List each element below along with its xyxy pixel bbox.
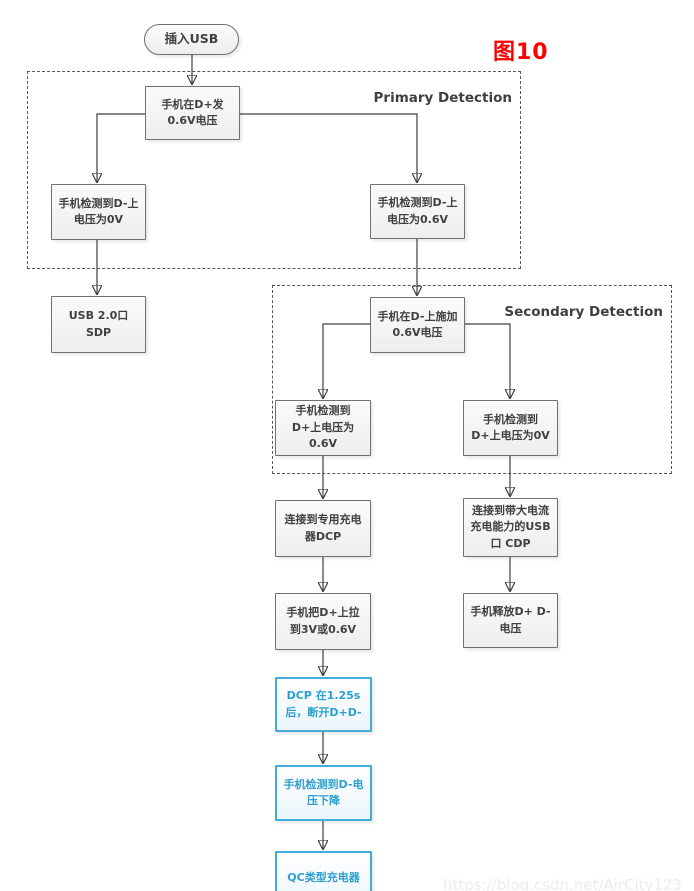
watermark-text: https://blog.csdn.net/AirCity123	[443, 876, 683, 891]
primary-detection-label: Primary Detection	[373, 90, 512, 106]
node-release-dplus-dminus: 手机释放D+ D-电压	[463, 593, 558, 648]
node-apply-0v6-on-dminus: 手机在D-上施加0.6V电压	[370, 297, 465, 353]
figure-number-label: 图10	[493, 40, 549, 65]
arrow-senddplus-to-detect06v	[240, 113, 417, 182]
arrow-applydminus-to-dplus06v	[323, 323, 370, 398]
node-detect-dplus-0v6: 手机检测到D+上电压为0.6V	[275, 400, 371, 456]
primary-detection-region: Primary Detection	[27, 71, 521, 269]
secondary-detection-label: Secondary Detection	[504, 304, 663, 320]
node-usb2-sdp: USB 2.0口 SDP	[51, 296, 146, 353]
node-phone-sends-0v6-on-dplus: 手机在D+发0.6V电压	[145, 86, 240, 140]
arrow-applydminus-to-dplus0v	[465, 323, 510, 398]
node-dcp-disconnects-after-1s25: DCP 在1.25s后，断开D+D-	[275, 677, 372, 732]
node-pull-dplus-3v-or-0v6: 手机把D+上拉到3V或0.6V	[275, 593, 371, 650]
arrow-senddplus-to-detect0v	[97, 113, 145, 182]
secondary-detection-region: Secondary Detection	[272, 285, 672, 474]
node-detect-dminus-0v: 手机检测到D-上电压为0V	[51, 184, 146, 240]
node-plug-in-usb: 插入USB	[144, 24, 239, 55]
node-qc-type-charger: QC类型充电器	[275, 851, 372, 891]
node-charging-port-cdp: 连接到带大电流充电能力的USB口 CDP	[463, 498, 558, 557]
node-detect-dminus-0v6: 手机检测到D-上电压为0.6V	[370, 184, 465, 239]
node-detect-dminus-voltage-drop: 手机检测到D-电压下降	[275, 765, 372, 821]
node-detect-dplus-0v: 手机检测到D+上电压为0V	[463, 400, 558, 456]
node-dedicated-charger-dcp: 连接到专用充电器DCP	[275, 500, 371, 557]
